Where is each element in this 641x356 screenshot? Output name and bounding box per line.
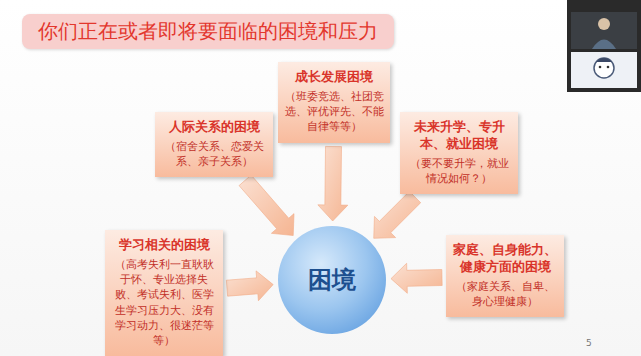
box-heading: 学习相关的困境: [111, 237, 217, 254]
box-heading: 困境: [308, 264, 356, 296]
slide-title: 你们正在或者即将要面临的困境和压力: [22, 14, 394, 49]
box-heading: 未来升学、专升本、就业困境: [406, 119, 512, 153]
video-panel: [567, 0, 641, 92]
box-heading: 成长发展困境: [284, 69, 384, 86]
box-body: （高考失利一直耿耿于怀、专业选择失败、考试失利、医学生学习压力大、没有学习动力、…: [111, 257, 217, 348]
box-body: （班委竞选、社团竞选、评优评先、不能自律等等）: [284, 89, 384, 135]
box-body: （宿舍关系、恋爱关系、亲子关系）: [161, 139, 267, 169]
topic-box: 成长发展困境 （班委竞选、社团竞选、评优评先、不能自律等等）: [278, 62, 390, 143]
topic-box: 学习相关的困境 （高考失利一直耿耿于怀、专业选择失败、考试失利、医学生学习压力大、…: [105, 230, 223, 356]
box-heading: 人际关系的困境: [161, 119, 267, 136]
block-arrow: [374, 191, 421, 238]
page-number: 5: [586, 338, 592, 348]
block-arrow: [239, 175, 294, 235]
topic-box: 人际关系的困境 （宿舍关系、恋爱关系、亲子关系）: [155, 112, 273, 177]
box-body: （要不要升学，就业情况如何？）: [406, 156, 512, 186]
box-heading: 家庭、自身能力、健康方面的困境: [452, 242, 558, 276]
box-body: （家庭关系、自卑、身心理健康）: [452, 279, 558, 309]
block-arrow: [226, 271, 273, 301]
topic-box: 未来升学、专升本、就业困境（要不要升学，就业情况如何？）: [400, 112, 518, 194]
center-circle: 困境: [277, 225, 387, 335]
block-arrow: [318, 146, 348, 221]
circle-fill: [278, 226, 386, 334]
block-arrow: [391, 263, 442, 293]
topic-box: 家庭、自身能力、健康方面的困境（家庭关系、自卑、身心理健康）: [446, 235, 564, 317]
